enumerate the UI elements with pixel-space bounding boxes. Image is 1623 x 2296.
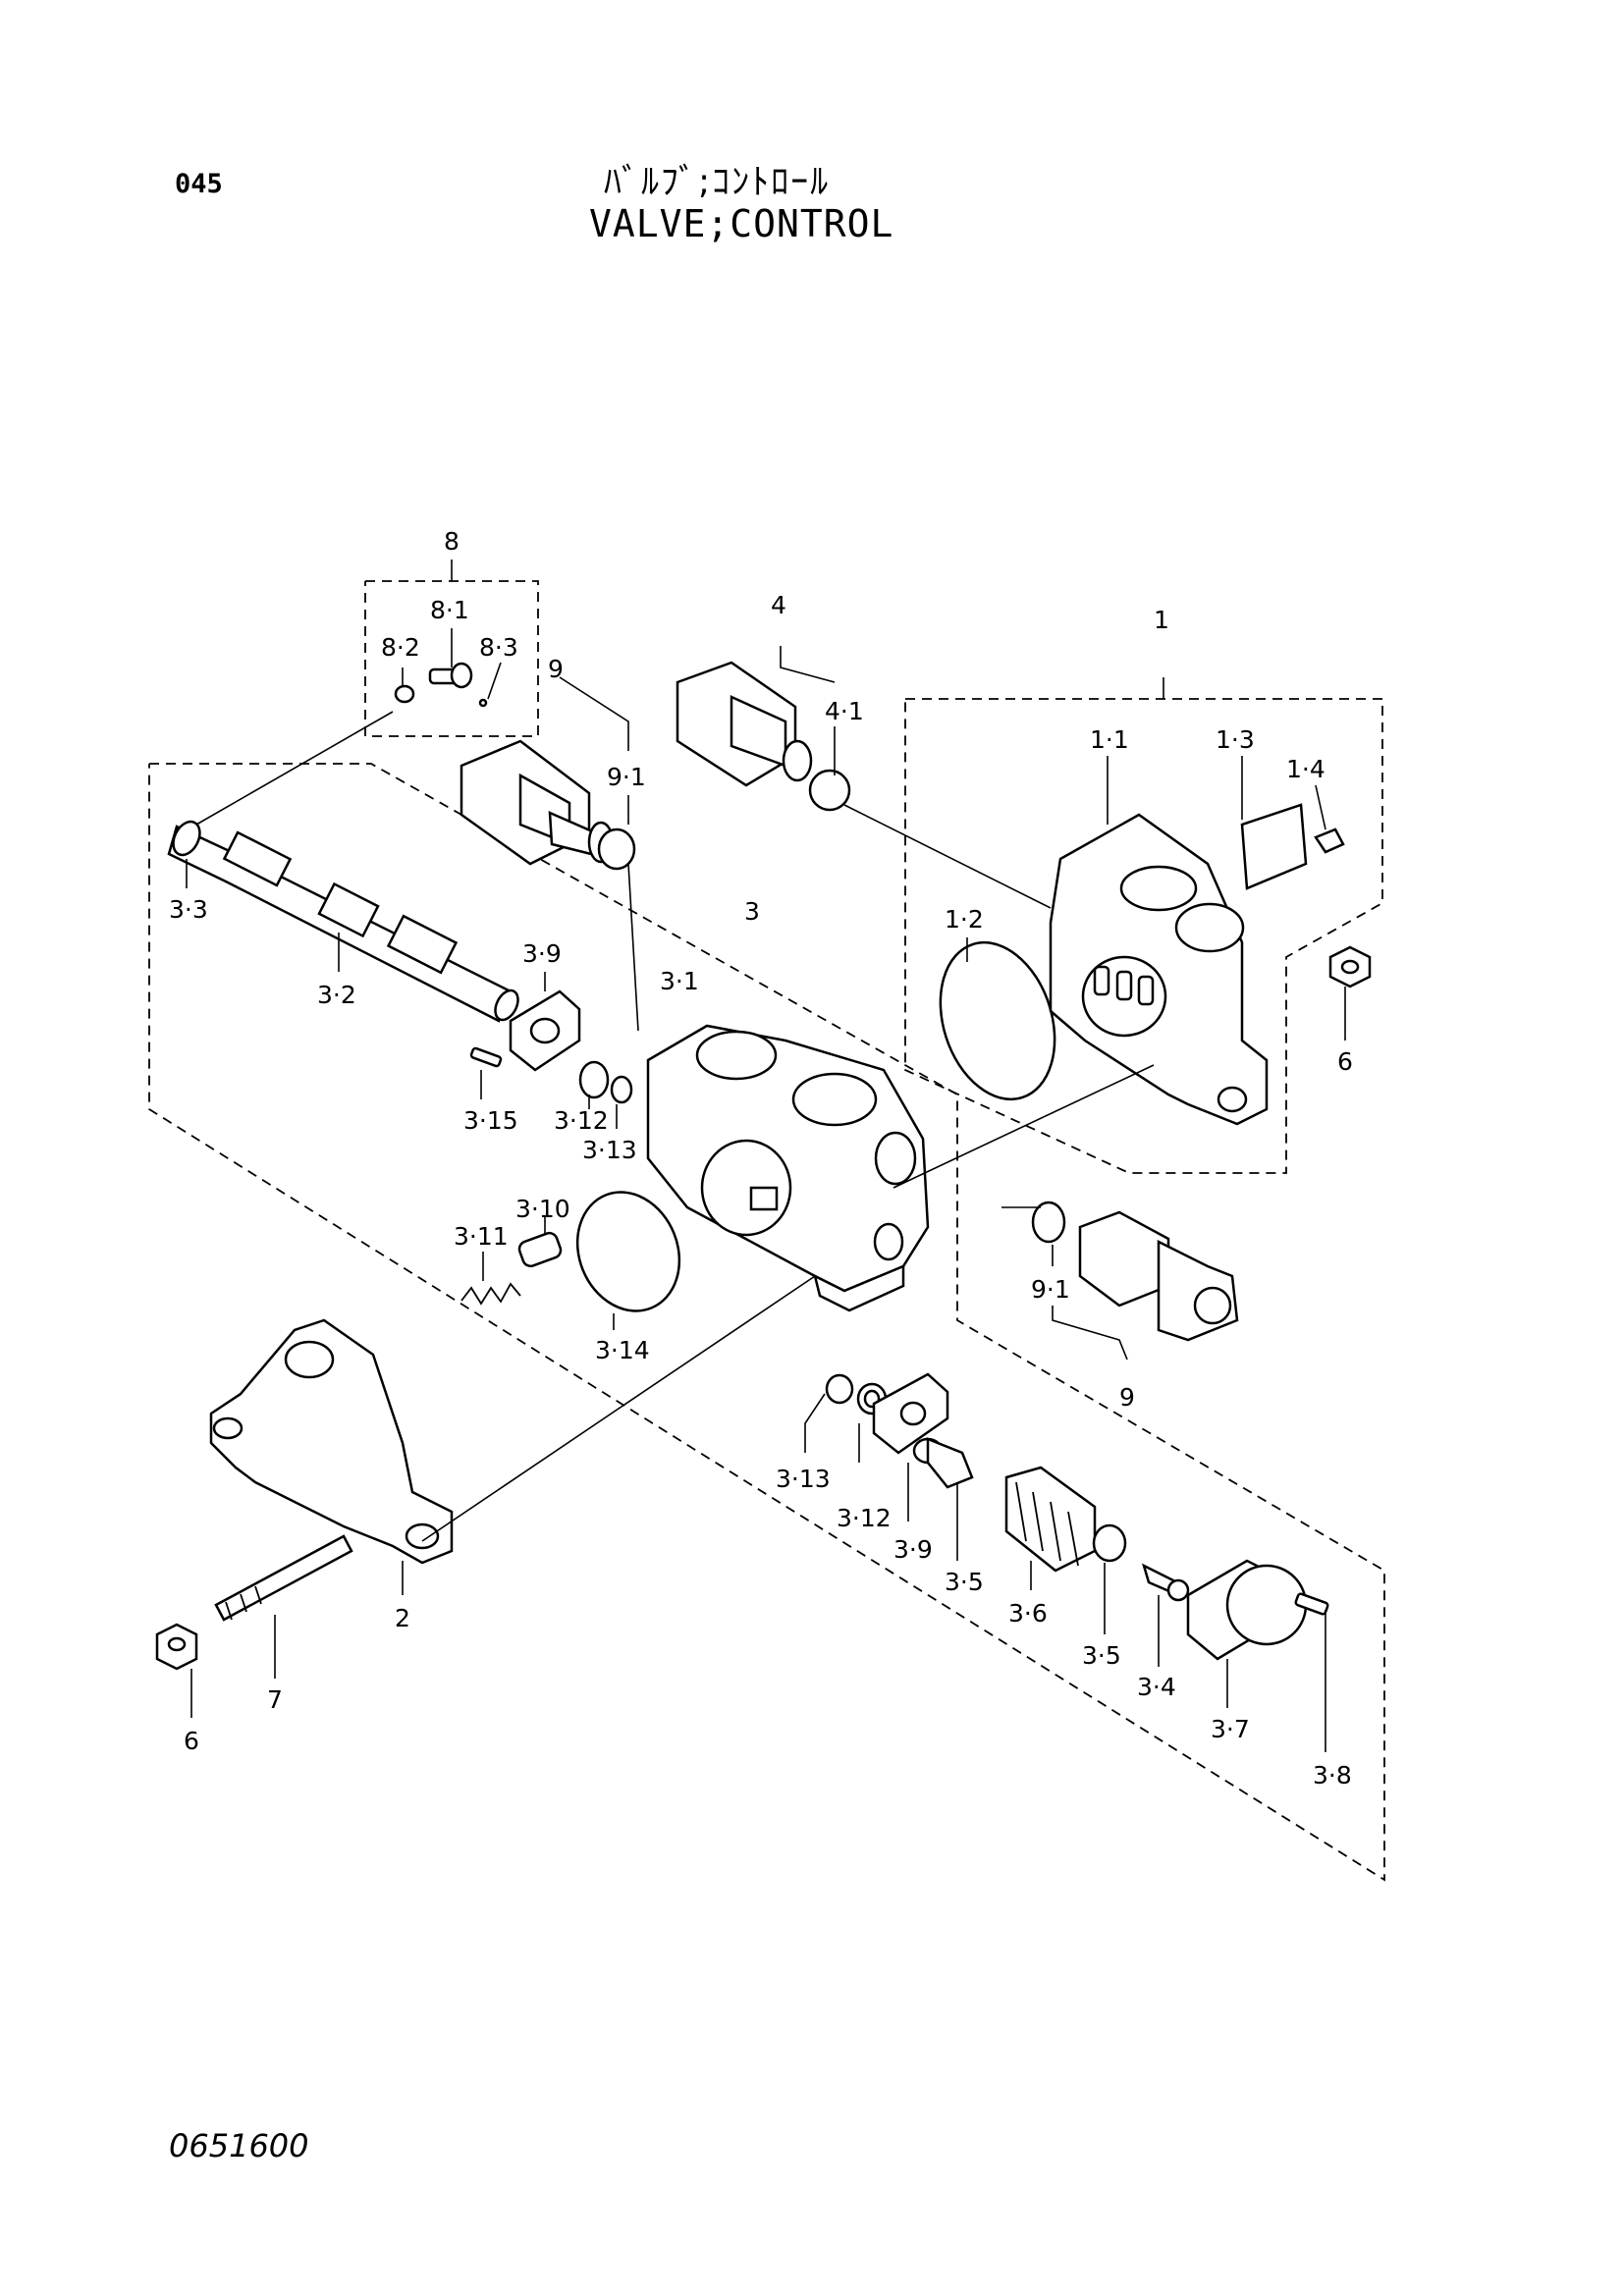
label-3-8: 3·8 <box>1313 1761 1352 1789</box>
spring-3-11 <box>460 1282 521 1306</box>
stud-7 <box>214 1534 353 1622</box>
group-1-boundary <box>904 677 1383 1174</box>
label-1-2: 1·2 <box>945 905 984 934</box>
label-3-1: 3·1 <box>660 967 699 995</box>
relief-valve-9-right <box>1001 1201 1239 1342</box>
plug-3-10 <box>517 1231 563 1268</box>
group-8-boundary <box>364 560 539 737</box>
label-3-5-b: 3·5 <box>1082 1641 1121 1670</box>
drawing-number: 0651600 <box>169 2127 309 2164</box>
cover-3-9-bottom <box>872 1372 949 1455</box>
bolt-3-8 <box>1294 1592 1329 1616</box>
cover-3-9-top <box>509 989 581 1072</box>
section-body-3-1 <box>646 1024 930 1312</box>
label-3-10: 3·10 <box>515 1195 570 1223</box>
label-9-top: 9 <box>548 655 564 683</box>
label-3-4: 3·4 <box>1137 1673 1176 1701</box>
label-7: 7 <box>267 1685 283 1714</box>
nut-6-right <box>1328 945 1372 988</box>
label-1-3: 1·3 <box>1216 725 1255 754</box>
bolt-3-4 <box>1141 1563 1190 1602</box>
label-8-3: 8·3 <box>479 633 518 662</box>
label-8-2: 8·2 <box>381 633 420 662</box>
label-3-13-top: 3·13 <box>582 1136 637 1164</box>
label-1: 1 <box>1154 606 1169 634</box>
label-3-11: 3·11 <box>454 1222 509 1251</box>
label-9-1-top: 9·1 <box>607 763 646 791</box>
oring-1-2 <box>939 940 1056 1101</box>
label-3-13-bottom: 3·13 <box>776 1465 831 1493</box>
bolt-3-15 <box>469 1046 503 1068</box>
label-6-right: 6 <box>1337 1047 1353 1076</box>
label-6-left: 6 <box>184 1727 199 1755</box>
callout-labels: 8 8·1 8·2 8·3 9 9·1 4 4·1 1 1·1 1·3 1·4 … <box>169 527 1353 1789</box>
retainer-3-5-b <box>1092 1523 1127 1563</box>
spool-part <box>167 711 519 1023</box>
label-3-2: 3·2 <box>317 981 356 1009</box>
seal-3-12-top <box>578 1060 633 1104</box>
oring-3-13-bottom <box>825 1373 854 1405</box>
bracket-2 <box>209 1318 454 1565</box>
title-japanese: ﾊﾞﾙﾌﾞ;ｺﾝﾄﾛｰﾙ <box>604 162 831 202</box>
nut-6-left <box>155 1623 198 1671</box>
label-3-9-top: 3·9 <box>522 939 562 968</box>
label-3-9-bottom: 3·9 <box>893 1535 933 1564</box>
label-8-1: 8·1 <box>430 596 469 624</box>
label-4: 4 <box>771 591 786 619</box>
label-1-4: 1·4 <box>1286 755 1325 783</box>
label-4-1: 4·1 <box>825 697 864 725</box>
label-1-1: 1·1 <box>1090 725 1129 754</box>
label-3: 3 <box>744 897 760 926</box>
label-8: 8 <box>444 527 460 556</box>
label-3-7: 3·7 <box>1211 1715 1250 1743</box>
label-3-12-top: 3·12 <box>554 1106 609 1135</box>
title-english: VALVE;CONTROL <box>589 202 894 245</box>
label-3-5-a: 3·5 <box>945 1568 984 1596</box>
relief-valve-9-top <box>460 739 639 1032</box>
housing-1-1 <box>1049 813 1269 1126</box>
label-3-3: 3·3 <box>169 895 208 924</box>
label-3-6: 3·6 <box>1008 1599 1048 1628</box>
oring-3-14 <box>575 1191 681 1312</box>
page-number: 045 <box>175 169 223 199</box>
label-3-14: 3·14 <box>595 1336 650 1364</box>
retainer-3-5-a <box>912 1437 974 1489</box>
label-9-right: 9 <box>1119 1383 1135 1412</box>
label-3-12-bottom: 3·12 <box>837 1504 892 1532</box>
label-9-1-right: 9·1 <box>1031 1275 1070 1304</box>
spring-3-6 <box>1004 1466 1097 1573</box>
leader-lines <box>186 628 1346 1752</box>
relief-valve-4 <box>676 661 1052 909</box>
cap-3-7 <box>1186 1559 1308 1661</box>
pin-8-1 <box>394 662 488 708</box>
nameplate-1-3 <box>1240 803 1345 890</box>
label-2: 2 <box>395 1604 410 1632</box>
label-3-15: 3·15 <box>463 1106 518 1135</box>
